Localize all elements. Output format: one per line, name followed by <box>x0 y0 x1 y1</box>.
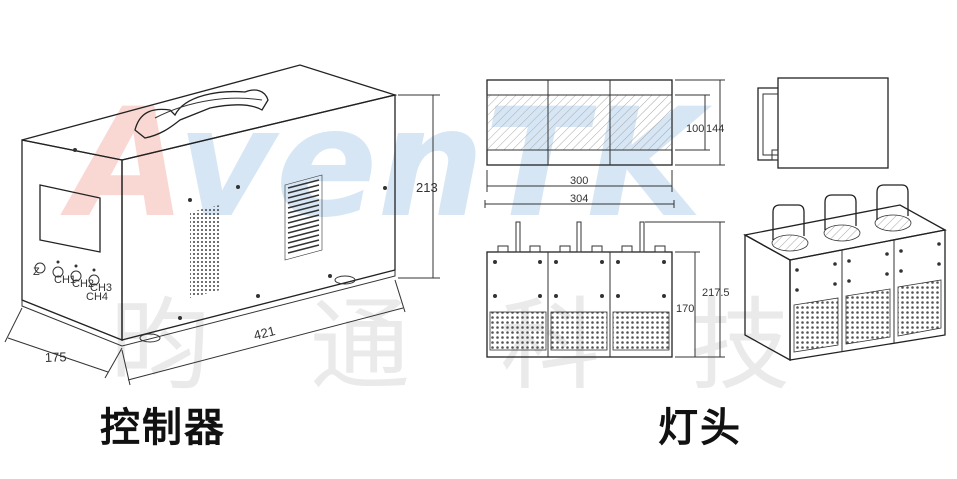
watermark-char-1: 昀 <box>110 287 210 404</box>
vent-slot <box>287 209 320 219</box>
lamp-iso-screws <box>795 242 941 292</box>
controller-drawing: Z CH1 CH2 CH3 CH4 175 <box>4 64 440 386</box>
controller-led <box>74 264 78 268</box>
lamp-emission-window <box>486 94 673 151</box>
watermark-logo-first-letter: A <box>60 77 178 251</box>
dimension-label-304: 304 <box>570 193 588 205</box>
screw <box>188 198 192 202</box>
lamp-front-screws <box>493 260 666 298</box>
watermark: AvenTK 昀 通 科 技 <box>60 77 790 404</box>
screw <box>73 148 77 152</box>
dimension-label-421: 421 <box>252 323 277 343</box>
controller-knob <box>34 262 46 274</box>
controller-display <box>39 184 101 253</box>
controller-knobs: Z CH1 CH2 CH3 CH4 <box>33 260 112 303</box>
dimension-100: 100 <box>675 94 710 151</box>
vent-slot <box>287 184 320 194</box>
screw <box>383 186 387 190</box>
knob-label-ch1: CH1 <box>54 274 76 286</box>
screw <box>178 316 182 320</box>
dimension-217-5: 217.5 <box>645 221 730 358</box>
lamp-front-vent <box>550 311 608 351</box>
controller-handle-grip <box>154 97 263 119</box>
controller-caption: 控制器 <box>100 405 226 451</box>
vent-slot <box>287 189 320 199</box>
controller-knob <box>52 266 64 278</box>
knob-label-ch3: CH3 <box>90 282 112 294</box>
vent-slot <box>287 179 320 189</box>
lamp-front-vent <box>489 311 547 351</box>
vent-slot <box>287 204 320 214</box>
dimension-label-170: 170 <box>676 303 694 315</box>
vent-slot <box>287 244 320 254</box>
vent-slot <box>287 229 320 239</box>
controller-led <box>92 268 96 272</box>
lamp-iso-handles <box>772 184 909 240</box>
knob-label-ch4: CH4 <box>86 291 108 303</box>
dimension-label-217-5: 217.5 <box>702 287 730 299</box>
vent-slot <box>287 224 320 234</box>
dimension-label-213: 213 <box>416 180 438 195</box>
controller-vent-right <box>284 174 323 261</box>
screw <box>236 185 240 189</box>
dimension-label-300: 300 <box>570 175 588 187</box>
vent-slot <box>287 219 320 229</box>
dimension-304: 304 <box>484 193 675 208</box>
screw <box>256 294 260 298</box>
lamp-iso-top-face <box>743 204 947 261</box>
lamp-side-body <box>777 77 889 169</box>
lamp-isometric-view <box>743 184 947 362</box>
lamp-iso-vent <box>793 297 839 353</box>
vent-slot <box>287 239 320 249</box>
lamp-side-view <box>757 77 889 169</box>
controller-knob <box>88 274 100 286</box>
lamp-side-handle <box>757 87 778 161</box>
lamp-iso-fans <box>771 214 912 252</box>
dimension-label-175: 175 <box>45 349 67 365</box>
lamp-front-view: 170 217.5 <box>486 221 730 358</box>
lamp-front-handles <box>497 221 666 253</box>
dimension-label-144: 144 <box>706 123 724 135</box>
controller-base <box>21 270 396 347</box>
lamp-side-connector <box>771 149 779 161</box>
screw <box>328 274 332 278</box>
controller-foot <box>139 333 161 343</box>
controller-power-symbol: Z <box>33 266 40 278</box>
lamp-side-handle-inner <box>762 93 778 156</box>
lamp-iso-vent <box>845 288 891 345</box>
vent-slot <box>287 234 320 244</box>
watermark-char-4: 技 <box>690 287 790 404</box>
controller-handle <box>134 89 269 139</box>
dimension-175: 175 <box>4 307 123 379</box>
controller-foot <box>334 275 356 285</box>
controller-vent-left <box>190 205 220 298</box>
watermark-char-2: 通 <box>310 287 410 404</box>
controller-led <box>56 260 60 264</box>
dimension-label-100: 100 <box>686 123 704 135</box>
vent-slot <box>287 194 320 204</box>
vent-slot <box>287 199 320 209</box>
lamp-iso-vent <box>897 279 942 337</box>
lamp-front-vent <box>612 311 670 351</box>
dimension-421: 421 <box>121 279 406 386</box>
lamp-head-caption: 灯头 <box>658 405 742 451</box>
dimension-213: 213 <box>398 94 440 279</box>
dimension-144: 144 <box>675 79 725 166</box>
vent-slot <box>287 214 320 224</box>
knob-label-ch2: CH2 <box>72 278 94 290</box>
controller-vent-slots <box>287 179 320 254</box>
lamp-top-view: 300 304 100 144 <box>484 79 725 208</box>
controller-knob <box>70 270 82 282</box>
dimension-300: 300 <box>486 170 673 192</box>
